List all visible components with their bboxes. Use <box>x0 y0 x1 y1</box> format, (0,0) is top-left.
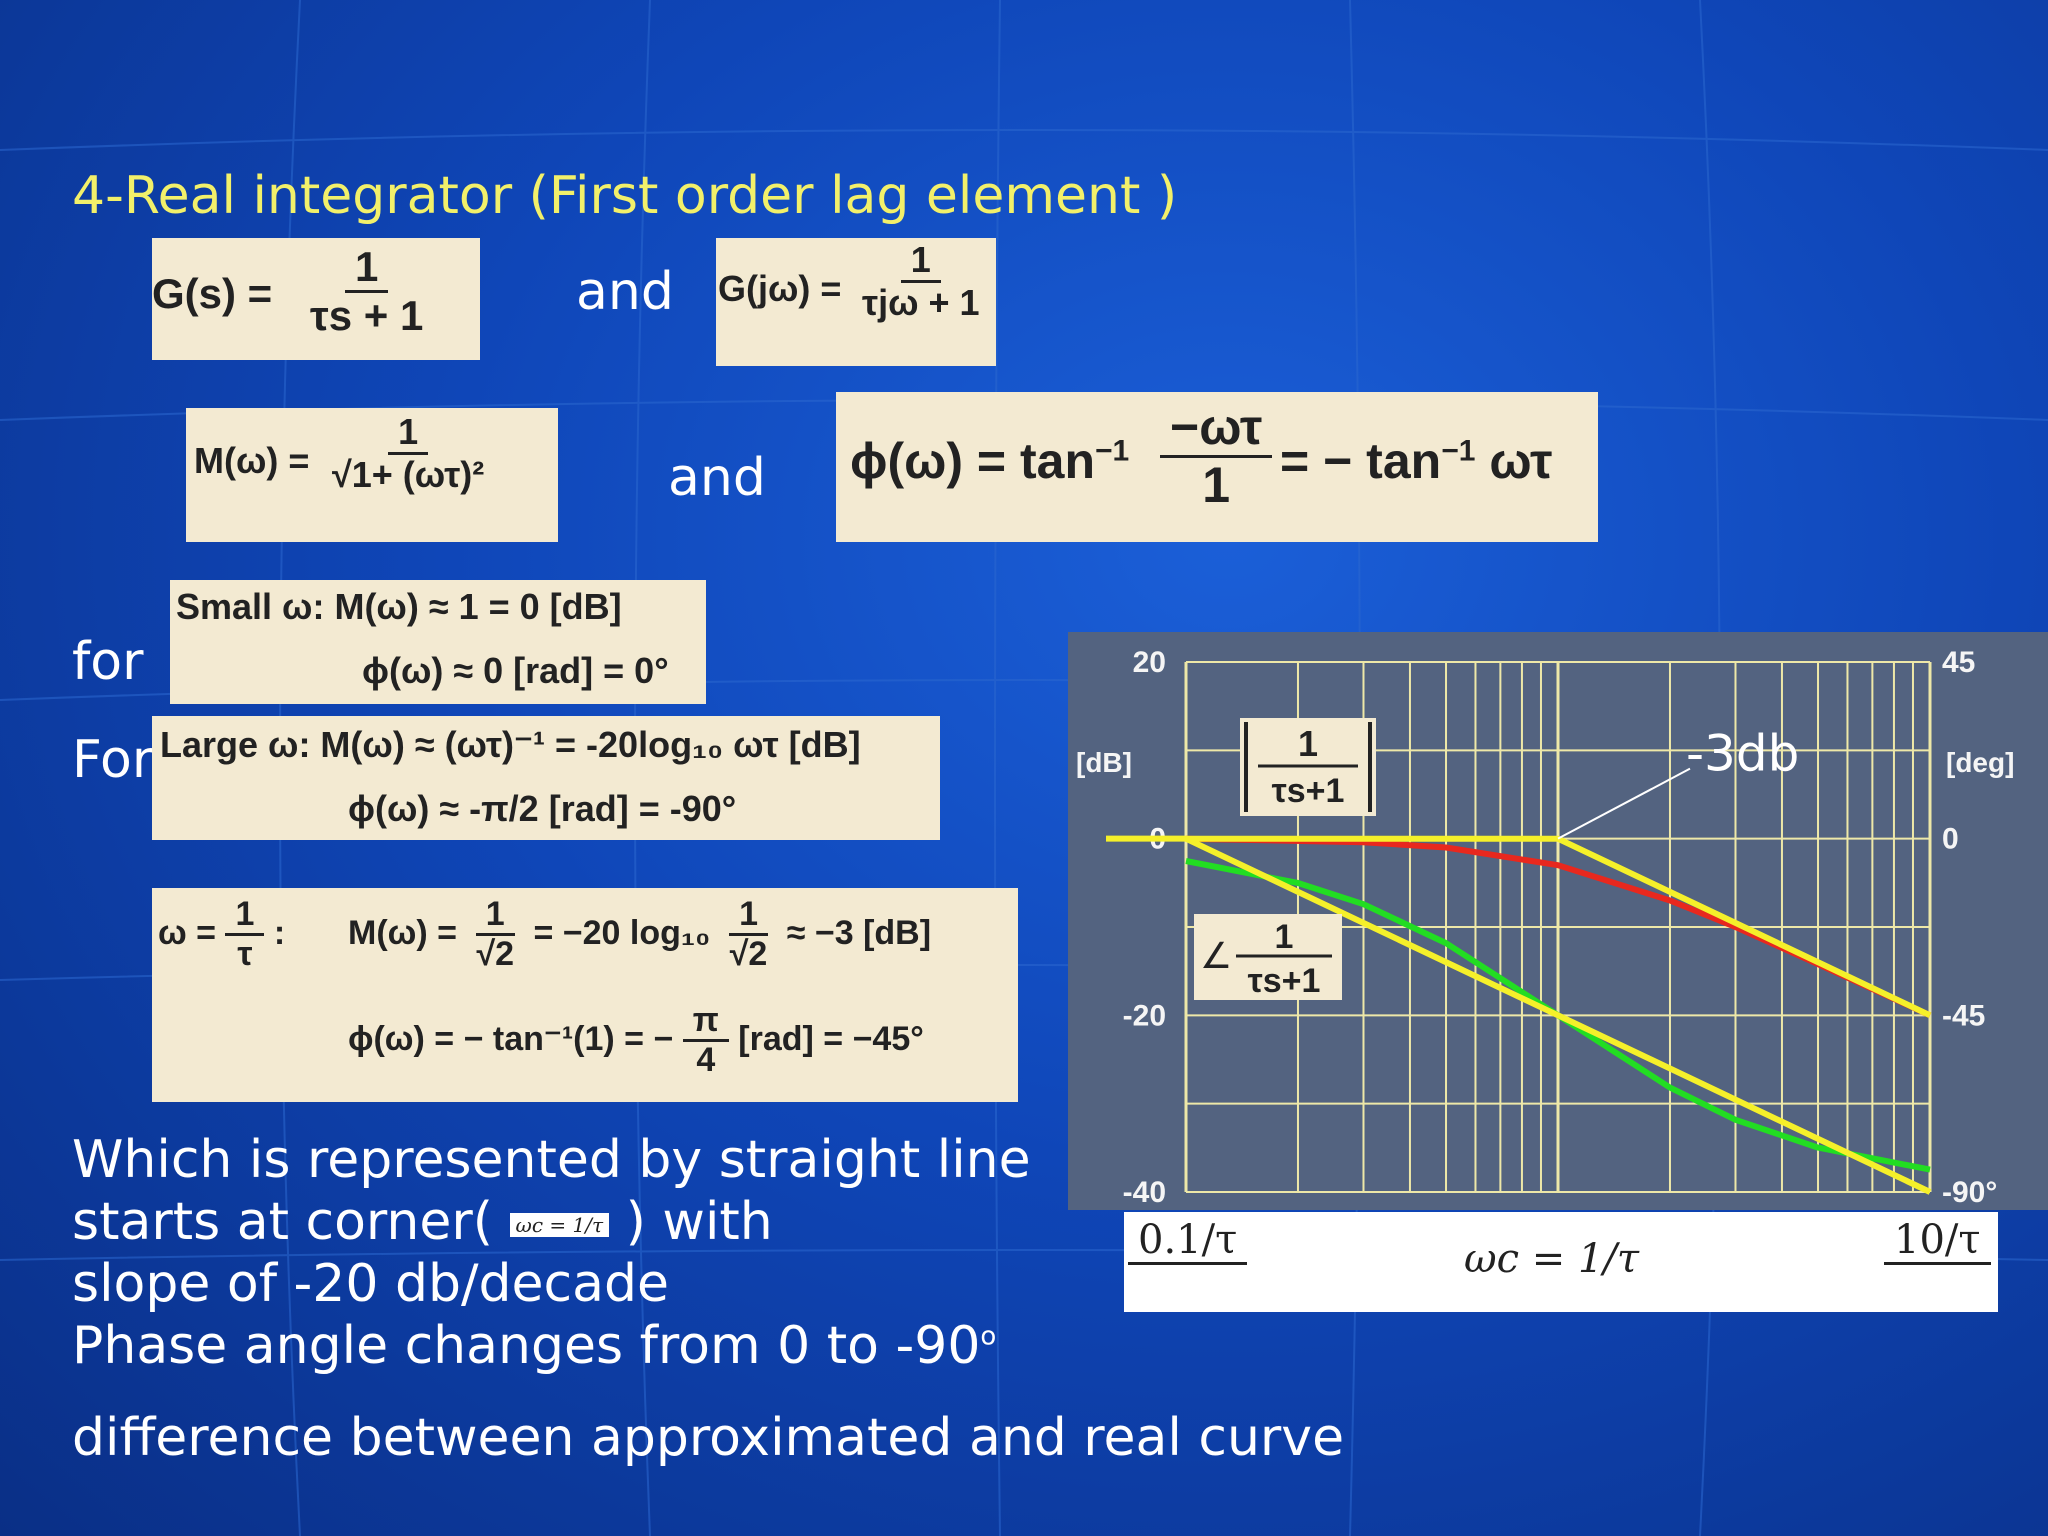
eq-gjw-lhs: G(jω) = <box>718 268 842 309</box>
for-label: for <box>72 632 144 692</box>
corner-m-num: 1 <box>475 895 515 937</box>
eq-gjw-den: τjω + 1 <box>862 281 980 323</box>
corner-formula-small: ωc = 1/τ <box>509 1213 610 1237</box>
eq-phi-fraction: −ωτ 1 <box>1160 400 1273 513</box>
corner-m-fraction2: 1 √2 <box>720 895 778 974</box>
magnitude-label-num: 1 <box>1298 723 1318 764</box>
eq-gjw-fraction: 1 τjω + 1 <box>852 240 990 322</box>
slide-title: 4-Real integrator (First order lag eleme… <box>72 166 1178 226</box>
eq-mw-fraction: 1 √1+ (ωτ)² <box>322 412 494 494</box>
body-line4-sup: o <box>980 1321 997 1352</box>
angle-icon: ∠ <box>1200 936 1232 977</box>
corner-p-num: π <box>682 1001 729 1043</box>
and-label-1: and <box>576 262 674 322</box>
corner-m-prefix: M(ω) = <box>348 913 457 952</box>
eq-phi-box: ϕ(ω) = tan−1 −ωτ 1 = − tan−1 ωτ <box>836 392 1598 542</box>
eq-phi-rhs-tail: ωτ <box>1489 433 1553 489</box>
x-tick-label-0.1: 0.1/τ <box>1128 1218 1248 1265</box>
left-axis-label: [dB] <box>1076 747 1132 778</box>
eq-phi-num: −ωτ <box>1160 400 1273 458</box>
phase-label-num: 1 <box>1275 918 1294 956</box>
corner-p-fraction: π 4 <box>682 1001 729 1080</box>
corner-m-tail: ≈ −3 [dB] <box>786 913 932 952</box>
eq-mw-box: M(ω) = 1 √1+ (ωτ)² <box>186 408 558 542</box>
body-line1: Which is represented by straight line <box>72 1130 1031 1190</box>
eq-gs-box: G(s) = 1 τs + 1 <box>152 238 480 360</box>
corner-p-tail: [rad] = −45° <box>738 1019 924 1058</box>
eq-phi-rhs: = − tan <box>1280 433 1442 489</box>
bode-chart-svg: 200-20-40[dB]450-45-90°[deg]-3db1τs+1∠1τ… <box>1076 646 2014 1209</box>
series-magnitude-asymptote <box>1186 835 1932 1019</box>
corner-lhs-prefix: ω = <box>158 913 217 952</box>
magnitude-label-den: τs+1 <box>1272 772 1345 810</box>
right-axis-tick-label: -90° <box>1942 1176 1997 1209</box>
corner-m-fraction: 1 √2 <box>466 895 524 974</box>
corner-eq-box: ω = 1 τ : M(ω) = 1 √2 = −20 log₁₀ 1 √2 ≈… <box>152 888 1018 1102</box>
body-line3: slope of -20 db/decade <box>72 1254 669 1314</box>
corner-m-num2: 1 <box>729 895 768 937</box>
large-omega-box: Large ω: M(ω) ≈ (ωτ)⁻¹ = -20log₁₀ ωτ [dB… <box>152 716 940 840</box>
for2-label: For <box>72 730 154 790</box>
left-axis-tick-label: -20 <box>1123 999 1166 1032</box>
corner-m-den: √2 <box>476 935 515 974</box>
eq-gs-fraction: 1 τs + 1 <box>300 243 433 340</box>
corner-lhs-suffix: : <box>273 913 286 952</box>
bode-chart: 200-20-40[dB]450-45-90°[deg]-3db1τs+1∠1τ… <box>1068 632 2048 1210</box>
x-tick-10-num: 10/τ <box>1884 1218 1991 1265</box>
eq-phi-lhs: ϕ(ω) = tan <box>850 433 1095 489</box>
body-line2b: ) with <box>625 1192 773 1252</box>
small-omega-box: Small ω: M(ω) ≈ 1 = 0 [dB] ϕ(ω) ≈ 0 [rad… <box>170 580 706 704</box>
eq-phi-sup: −1 <box>1095 434 1130 468</box>
right-axis-tick-label: 0 <box>1942 823 1959 856</box>
corner-m-den2: √2 <box>729 935 768 974</box>
eq-phi-den: 1 <box>1202 457 1231 513</box>
corner-lhs-num: 1 <box>225 895 265 937</box>
eq-gjw-box: G(jω) = 1 τjω + 1 <box>716 238 996 366</box>
body-line5: difference between approximated and real… <box>72 1408 1345 1468</box>
eq-mw-lhs: M(ω) = <box>194 440 310 481</box>
minus3db-label: -3db <box>1686 725 1799 783</box>
corner-p-den: 4 <box>696 1041 716 1080</box>
eq-gs-den: τs + 1 <box>310 292 424 340</box>
left-axis-tick-label: -40 <box>1123 1176 1166 1209</box>
series-phase-asymptote <box>1184 835 1932 1195</box>
small-line2: ϕ(ω) ≈ 0 [rad] = 0° <box>362 650 669 691</box>
minus3db-leader-line <box>1557 767 1691 840</box>
eq-gs-num: 1 <box>344 243 389 294</box>
corner-lhs-fraction: 1 τ <box>225 895 265 974</box>
eq-phi-rhs-sup: −1 <box>1441 434 1476 468</box>
x-axis-label-box: 0.1/τ ωc = 1/τ 10/τ <box>1124 1212 1998 1312</box>
large-line2: ϕ(ω) ≈ -π/2 [rad] = -90° <box>348 788 737 829</box>
body-line4: Phase angle changes from 0 to -90 <box>72 1316 981 1376</box>
x-tick-label-wc: ωc = 1/τ <box>1464 1236 1640 1282</box>
small-line1: Small ω: M(ω) ≈ 1 = 0 [dB] <box>176 586 622 627</box>
eq-gjw-num: 1 <box>900 240 941 283</box>
x-tick-0-1-num: 0.1/τ <box>1128 1218 1248 1265</box>
eq-gs-lhs: G(s) = <box>152 270 273 317</box>
corner-p-prefix: ϕ(ω) = − tan⁻¹(1) = − <box>348 1019 674 1058</box>
corner-lhs-den: τ <box>237 935 253 974</box>
right-axis-label: [deg] <box>1946 747 2014 778</box>
left-axis-tick-label: 20 <box>1133 646 1166 679</box>
right-axis-tick-label: 45 <box>1942 646 1975 679</box>
x-tick-label-10: 10/τ <box>1884 1218 1991 1265</box>
right-axis-tick-label: -45 <box>1942 999 1985 1032</box>
phase-label-den: τs+1 <box>1248 962 1321 1000</box>
large-line1: Large ω: M(ω) ≈ (ωτ)⁻¹ = -20log₁₀ ωτ [dB… <box>160 724 861 765</box>
eq-mw-den: √1+ (ωτ)² <box>332 453 485 495</box>
corner-m-mid: = −20 log₁₀ <box>533 913 711 952</box>
and-label-2: and <box>668 448 766 508</box>
eq-mw-num: 1 <box>388 412 429 455</box>
body-line2a: starts at corner( <box>72 1192 494 1252</box>
